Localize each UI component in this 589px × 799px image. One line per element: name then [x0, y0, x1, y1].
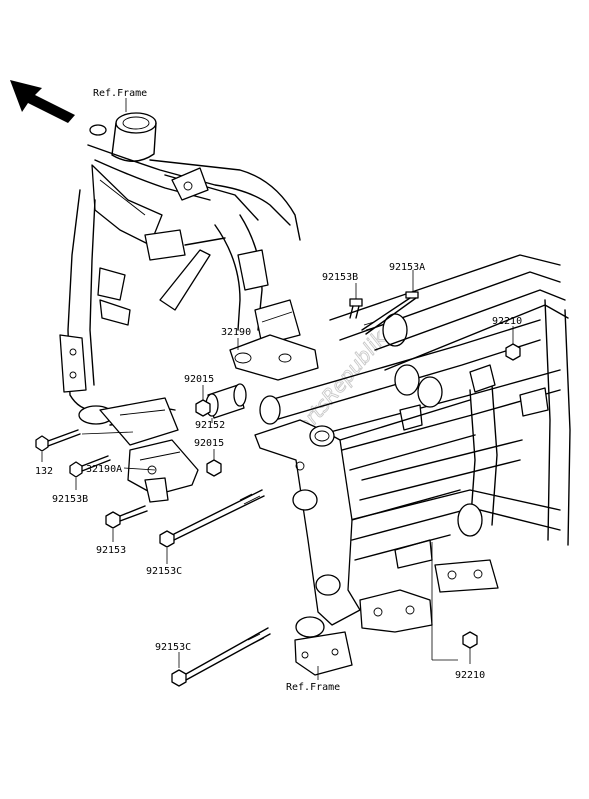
part-92210-nut-bottom	[462, 631, 478, 649]
part-92210-nut-top	[505, 343, 521, 361]
label-ref-frame-top: Ref.Frame	[93, 88, 147, 99]
label-92153C-bottom: 92153C	[155, 642, 191, 653]
leader-lines	[41, 98, 514, 680]
label-92153: 92153	[96, 545, 126, 556]
label-92153B-left: 92153B	[52, 494, 88, 505]
rear-frame-drawing	[259, 254, 571, 593]
part-92015-nut-upper	[195, 399, 211, 417]
front-direction-arrow-icon	[10, 80, 75, 123]
label-92153A: 92153A	[389, 262, 425, 273]
label-32190A: 32190A	[86, 464, 122, 475]
label-92152: 92152	[195, 420, 225, 431]
part-92153C-long-bolt-mid	[159, 489, 265, 548]
label-92210-top: 92210	[492, 316, 522, 327]
label-92153C-mid: 92153C	[146, 566, 182, 577]
part-92153B-bolt-left	[69, 455, 111, 478]
part-132-bolt	[35, 429, 81, 452]
label-92153B-top: 92153B	[322, 272, 358, 283]
part-labels: Ref.Frame 92153A 92153B 92210 32190 9201…	[35, 88, 522, 693]
part-92153C-long-bolt-bottom	[171, 627, 271, 687]
part-92153-bolt	[105, 505, 148, 529]
part-92153A-long-bolt	[361, 291, 419, 335]
front-lower-frame-drawing	[99, 397, 476, 676]
part-32190A-bracket	[127, 439, 199, 503]
label-92210-bottom: 92210	[455, 670, 485, 681]
label-92015-lower: 92015	[194, 438, 224, 449]
upper-frame-drawing	[59, 112, 301, 426]
part-92015-nut-lower	[206, 459, 222, 477]
label-32190: 32190	[221, 327, 251, 338]
label-92015-upper: 92015	[184, 374, 214, 385]
part-92152-collar	[205, 383, 247, 419]
label-ref-frame-bottom: Ref.Frame	[286, 682, 340, 693]
part-92153B-bolt-top	[349, 298, 363, 319]
label-132: 132	[35, 466, 53, 477]
part-32190-bracket	[229, 334, 319, 381]
